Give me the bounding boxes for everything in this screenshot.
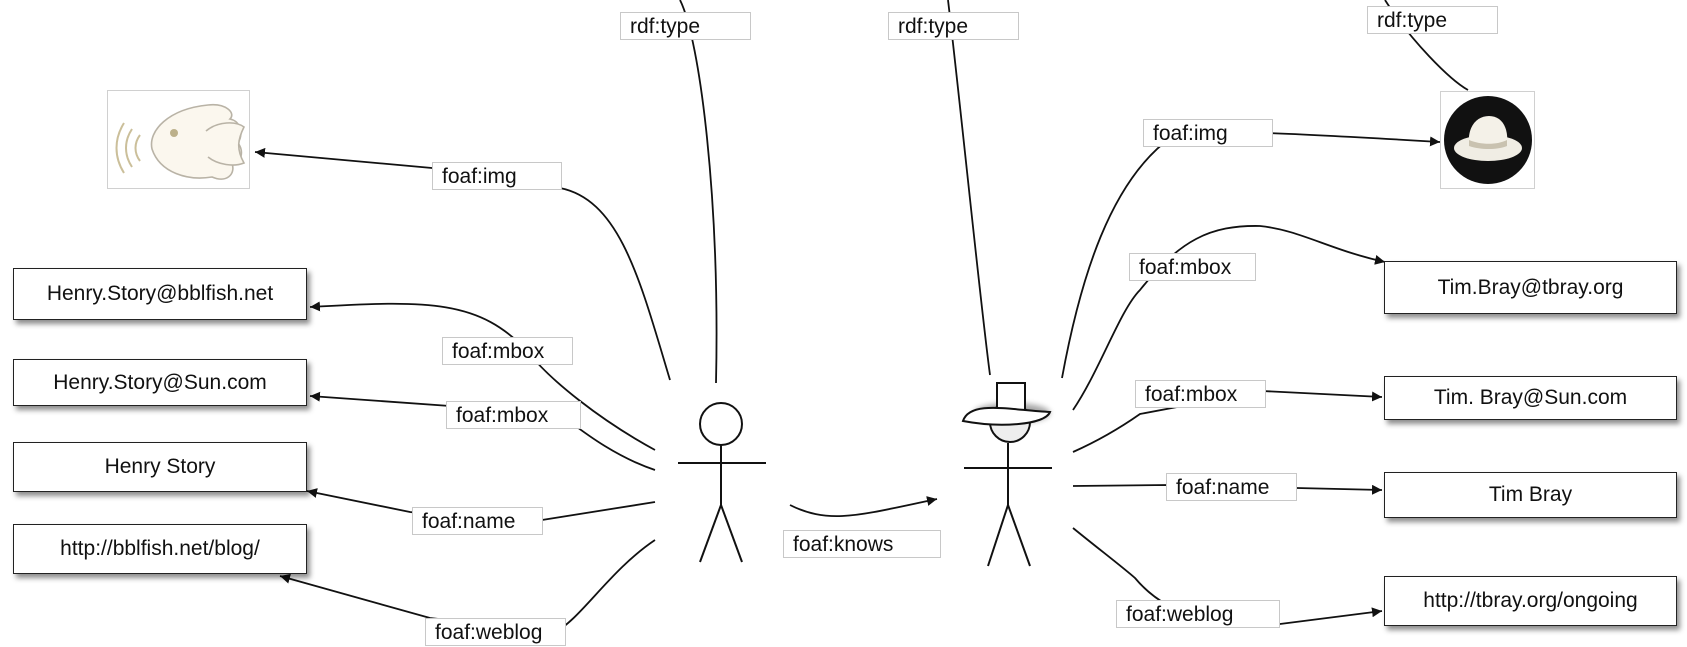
rdf-type-label-tim: rdf:type [888, 12, 1019, 40]
henry-type-edge [679, 0, 718, 384]
foaf-img-label-henry: foaf:img [432, 162, 562, 190]
henry-name-value: Henry Story [13, 442, 307, 492]
henry-stick-figure-icon [678, 402, 766, 563]
tim-type-edge [947, 0, 991, 376]
rdf-type-label-henry: rdf:type [620, 12, 751, 40]
henry-fish-image [107, 90, 250, 189]
tim-mbox1-edge [1072, 225, 1386, 411]
fish-avatar-icon [115, 103, 246, 180]
rdf-type-label-tim-image: rdf:type [1367, 6, 1498, 34]
tim-name-value: Tim Bray [1384, 472, 1677, 518]
white-hat-avatar-icon [1444, 96, 1532, 184]
foaf-name-label-tim: foaf:name [1166, 473, 1297, 501]
tim-hat-image [1440, 91, 1535, 189]
tim-mbox2-edge [1072, 390, 1383, 453]
foaf-weblog-label-henry: foaf:weblog [425, 618, 566, 646]
foaf-knows-label: foaf:knows [783, 530, 941, 558]
tim-weblog-value: http://tbray.org/ongoing [1384, 576, 1677, 626]
foaf-name-label-henry: foaf:name [412, 507, 543, 535]
henry-mbox-2-value: Henry.Story@Sun.com [13, 359, 307, 406]
foaf-weblog-label-tim: foaf:weblog [1116, 600, 1280, 628]
tim-mbox-1-value: Tim.Bray@tbray.org [1384, 261, 1677, 314]
foaf-mbox-label-henry-1: foaf:mbox [442, 337, 573, 365]
tim-mbox-2-value: Tim. Bray@Sun.com [1384, 376, 1677, 420]
foaf-mbox-label-henry-2: foaf:mbox [446, 401, 581, 429]
knows-edge [789, 496, 938, 518]
henry-img-edge [254, 147, 671, 381]
henry-weblog-value: http://bblfish.net/blog/ [13, 524, 307, 574]
foaf-mbox-label-tim-1: foaf:mbox [1129, 253, 1256, 281]
henry-mbox-1-value: Henry.Story@bblfish.net [13, 268, 307, 320]
foaf-img-label-tim: foaf:img [1143, 119, 1273, 147]
tim-stick-figure-with-hat-icon [961, 382, 1052, 567]
foaf-mbox-label-tim-2: foaf:mbox [1135, 380, 1266, 408]
